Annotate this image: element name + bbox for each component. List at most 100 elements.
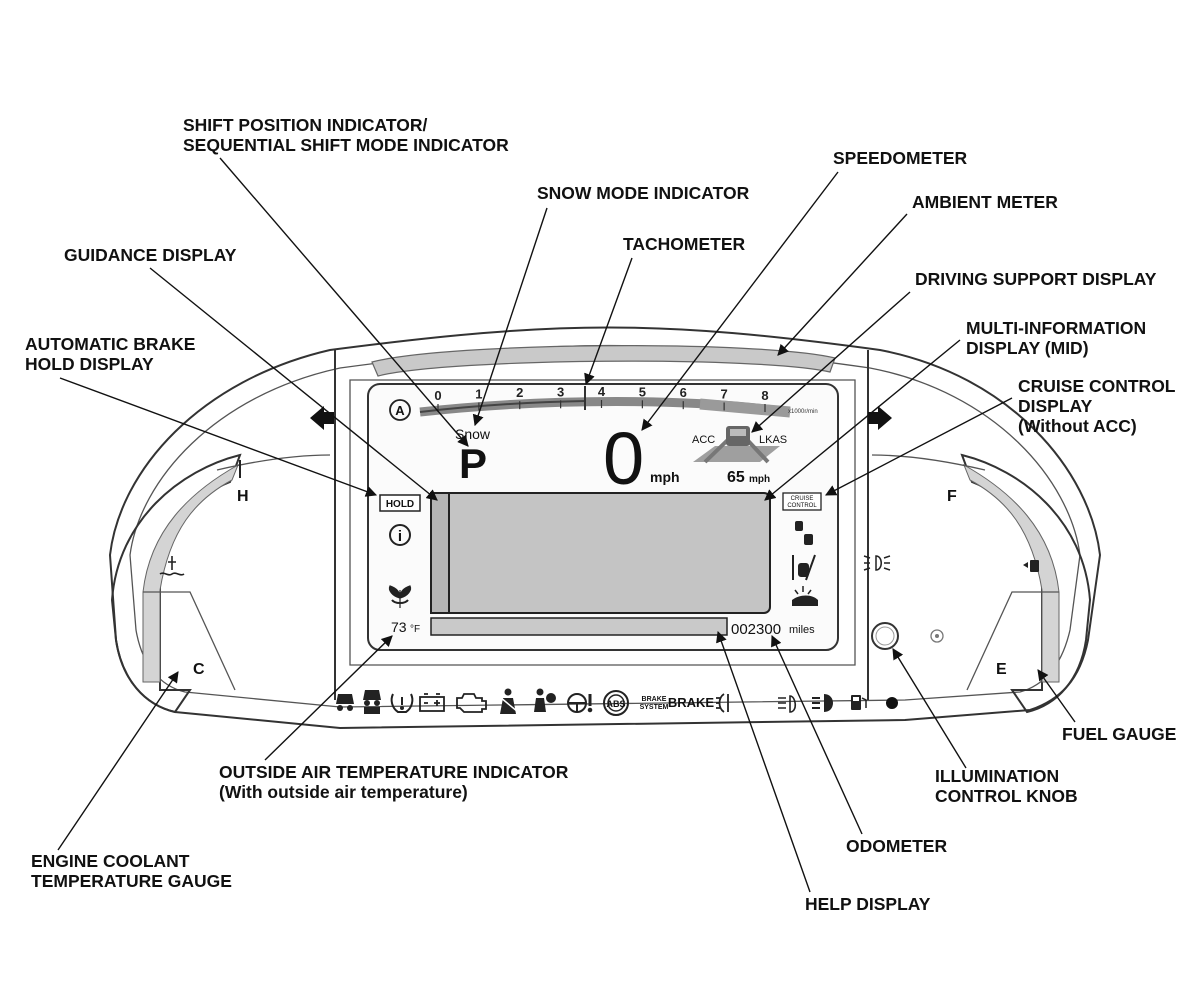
eco-assist-icon [388, 585, 412, 608]
cluster-housing [108, 326, 1102, 730]
tach-tick-label: 1 [475, 386, 482, 401]
help-display [430, 617, 728, 636]
right-turn-signal-icon [868, 406, 892, 430]
headlight-indicator-icon [863, 555, 891, 571]
odometer-unit: miles [789, 624, 815, 636]
abs-label: ABS [606, 699, 625, 709]
brake-system-line2: SYSTEM [640, 704, 669, 711]
label-odometer: ODOMETER [846, 836, 947, 856]
leader-odometer [771, 634, 863, 835]
label-shift-position-2: SEQUENTIAL SHIFT MODE INDICATOR [183, 135, 509, 155]
airbag-icon [534, 688, 556, 712]
low-fuel-icon [851, 695, 867, 710]
brake-system-icon: BRAKE SYSTEM [640, 696, 669, 711]
leader-speedometer [641, 171, 839, 431]
label-auto-brake-1: AUTOMATIC BRAKE [25, 334, 195, 354]
tach-tick-label: 3 [557, 384, 564, 399]
callout-labels: SHIFT POSITION INDICATOR/ SEQUENTIAL SHI… [25, 115, 1176, 914]
fuel-pump-icon [1023, 560, 1039, 572]
leader-illumination [892, 648, 967, 769]
leader-mid [764, 339, 961, 501]
tach-tick-label: 2 [516, 385, 523, 400]
road-departure-icon [792, 586, 818, 606]
tpms-icon [390, 693, 414, 713]
cruise-label-line1: CRUISE [791, 496, 814, 502]
leader-guidance [149, 267, 438, 501]
label-cruise-3: (Without ACC) [1018, 416, 1137, 436]
set-speed-value: 65 [727, 469, 745, 486]
battery-icon [419, 693, 445, 712]
coolant-temperature-gauge: H C [110, 453, 331, 714]
fuel-full-label: F [947, 488, 957, 505]
leader-ambient-meter [777, 213, 908, 356]
set-speed-unit: mph [749, 474, 770, 485]
abs-icon: ABS [603, 690, 629, 716]
seatbelt-icon [499, 688, 519, 714]
tach-unit-label: x1000r/min [788, 409, 818, 415]
cruise-control-indicator: CRUISE CONTROL [782, 492, 822, 511]
tach-tick-label: 7 [721, 386, 728, 401]
leader-shift-position [219, 157, 469, 447]
label-illumination-2: CONTROL KNOB [935, 786, 1078, 806]
coolant-hot-label: H [237, 488, 249, 505]
leader-driving-support [751, 291, 911, 433]
auto-brake-hold-indicator: HOLD [379, 494, 421, 512]
check-engine-icon [456, 693, 487, 713]
tach-tick-label: 5 [639, 384, 646, 399]
auto-idle-stop-letter: A [395, 403, 405, 418]
speed-unit: mph [650, 469, 680, 485]
outside-temp-unit: °F [410, 624, 420, 635]
cruise-label-line2: CONTROL [787, 503, 817, 509]
coolant-thermometer-icon [159, 556, 185, 576]
label-cruise-1: CRUISE CONTROL [1018, 376, 1176, 396]
lane-keeping-icon [792, 554, 816, 581]
label-mid-2: DISPLAY (MID) [966, 338, 1089, 358]
leader-cruise [825, 397, 1013, 496]
leader-coolant [57, 671, 179, 851]
fog-light-icon [716, 693, 729, 713]
brake-icon: BRAKE [668, 695, 715, 710]
leader-fuel-gauge [1037, 669, 1076, 723]
acc-label: ACC [692, 434, 715, 446]
outside-temp-value: 73 [391, 619, 407, 635]
tach-tick-label: 4 [598, 384, 606, 399]
tach-tick-label: 6 [680, 385, 687, 400]
leader-auto-brake [59, 377, 378, 497]
coolant-cold-label: C [193, 661, 205, 678]
odometer-value: 002300 [731, 621, 781, 638]
power-steering-icon [567, 693, 593, 713]
label-speedometer: SPEEDOMETER [833, 148, 968, 168]
label-ambient-meter: AMBIENT METER [912, 192, 1058, 212]
multi-information-display [430, 492, 771, 614]
leader-help-display [716, 630, 811, 893]
label-shift-position-1: SHIFT POSITION INDICATOR/ [183, 115, 427, 135]
brake-system-line1: BRAKE [642, 696, 667, 703]
guidance-display [430, 492, 450, 614]
tach-tick-label: 8 [761, 388, 768, 403]
vehicle-distance-icon [795, 521, 813, 545]
label-snow-mode: SNOW MODE INDICATOR [537, 183, 750, 203]
speed-value: 0 [603, 417, 644, 500]
label-auto-brake-2: HOLD DISPLAY [25, 354, 154, 374]
vsa-off-icon [363, 690, 381, 714]
label-coolant-2: TEMPERATURE GAUGE [31, 871, 232, 891]
vsa-icon [336, 694, 354, 711]
label-help-display: HELP DISPLAY [805, 894, 931, 914]
label-fuel-gauge: FUEL GAUGE [1062, 724, 1176, 744]
left-turn-signal-icon [310, 406, 334, 430]
lkas-label: LKAS [759, 434, 787, 446]
ambient-meter-strip [371, 345, 836, 377]
label-guidance-display: GUIDANCE DISPLAY [64, 245, 237, 265]
leader-outside-temp [264, 635, 393, 761]
label-tachometer: TACHOMETER [623, 234, 746, 254]
driving-support-display: ACC LKAS 65 mph [692, 426, 787, 486]
label-outside-temp-1: OUTSIDE AIR TEMPERATURE INDICATOR [219, 762, 569, 782]
high-beam-icon [812, 694, 833, 712]
label-mid-1: MULTI-INFORMATION [966, 318, 1146, 338]
label-outside-temp-2: (With outside air temperature) [219, 782, 468, 802]
leader-lines [57, 157, 1076, 893]
info-icon: i [389, 524, 411, 546]
leader-tachometer [584, 257, 633, 386]
